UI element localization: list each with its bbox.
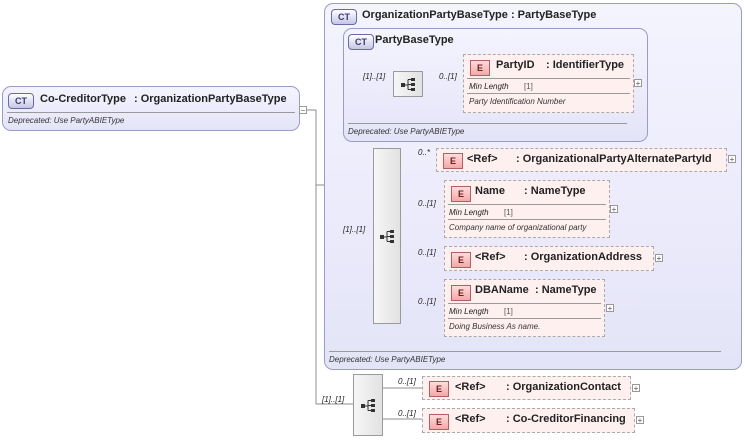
outer-type-title: OrganizationPartyBaseType : PartyBaseTyp…	[362, 9, 597, 21]
expand-icon[interactable]: +	[634, 79, 642, 88]
inner-deprecated-note: Deprecated: Use PartyABIEType	[348, 127, 465, 136]
element-documentation: Company name of organizational party	[449, 223, 587, 232]
element-type: : OrganizationContact	[506, 381, 621, 393]
complex-type-icon: CT	[331, 9, 357, 25]
element-name: <Ref>	[475, 251, 506, 263]
element-documentation: Party Identification Number	[469, 97, 566, 106]
dba-name-element[interactable]: E DBAName : NameType Min Length [1] Doin…	[444, 279, 605, 337]
element-name: <Ref>	[455, 381, 486, 393]
root-type-base: : OrganizationPartyBaseType	[134, 93, 287, 105]
expand-icon[interactable]: +	[610, 205, 618, 214]
element-icon: E	[429, 414, 449, 430]
element-cardinality: 0..*	[418, 148, 431, 157]
complex-type-icon: CT	[8, 93, 34, 109]
root-type-name: Co-CreditorType	[40, 93, 126, 105]
element-name: Name	[475, 185, 505, 197]
organization-contact-element[interactable]: E <Ref> : OrganizationContact	[422, 376, 631, 400]
expand-icon[interactable]: +	[632, 384, 640, 393]
element-cardinality: 0..[1]	[418, 199, 436, 208]
facet-value: [1]	[504, 307, 513, 316]
organizational-party-alternate-party-id-element[interactable]: E <Ref> : OrganizationalPartyAlternatePa…	[436, 148, 727, 172]
divider	[467, 93, 630, 94]
middle-sequence-compositor[interactable]	[373, 148, 401, 324]
organization-address-element[interactable]: E <Ref> : OrganizationAddress	[444, 246, 654, 271]
inner-sequence-compositor[interactable]	[393, 71, 423, 97]
root-sequence-compositor[interactable]	[353, 374, 383, 436]
sequence-icon	[401, 78, 415, 91]
collapse-icon[interactable]: −	[299, 106, 307, 115]
element-documentation: Doing Business As name.	[449, 322, 541, 331]
facet-label: Min Length	[449, 208, 489, 217]
element-type: : Co-CreditorFinancing	[506, 413, 626, 425]
element-icon: E	[451, 285, 471, 301]
element-cardinality: 0..[1]	[398, 377, 416, 386]
facet-value: [1]	[524, 82, 533, 91]
facet-label: Min Length	[469, 82, 509, 91]
divider	[448, 318, 601, 319]
element-type: : NameType	[535, 284, 597, 296]
element-type: : OrganizationalPartyAlternatePartyId	[516, 153, 712, 165]
sequence-cardinality: [1]..[1]	[363, 72, 386, 81]
sequence-icon	[380, 230, 394, 243]
element-name: <Ref>	[455, 413, 486, 425]
divider	[448, 303, 601, 304]
divider	[348, 123, 627, 124]
facet-value: [1]	[504, 208, 513, 217]
element-cardinality: 0..[1]	[398, 409, 416, 418]
divider	[448, 219, 606, 220]
sequence-cardinality: [1]..[1]	[343, 225, 366, 234]
element-type: : NameType	[524, 185, 586, 197]
element-icon: E	[451, 252, 471, 268]
element-type: : IdentifierType	[546, 59, 625, 71]
divider	[448, 204, 606, 205]
element-icon: E	[451, 186, 471, 202]
element-cardinality: 0..[1]	[418, 248, 436, 257]
divider	[7, 112, 295, 113]
element-icon: E	[443, 153, 463, 169]
element-name: DBAName	[475, 284, 529, 296]
inner-type-title: PartyBaseType	[375, 34, 454, 46]
expand-icon[interactable]: +	[728, 155, 736, 164]
expand-icon[interactable]: +	[655, 254, 663, 263]
expand-icon[interactable]: +	[636, 416, 644, 425]
expand-icon[interactable]: +	[606, 304, 614, 313]
sequence-icon	[361, 399, 375, 412]
divider	[467, 78, 630, 79]
outer-deprecated-note: Deprecated: Use PartyABIEType	[329, 355, 446, 364]
element-cardinality: 0..[1]	[418, 297, 436, 306]
divider	[329, 351, 721, 352]
sequence-cardinality: [1]..[1]	[322, 395, 345, 404]
complex-type-icon: CT	[348, 34, 374, 50]
element-name: PartyID	[496, 59, 535, 71]
name-element[interactable]: E Name : NameType Min Length [1] Company…	[444, 180, 610, 238]
co-creditor-financing-element[interactable]: E <Ref> : Co-CreditorFinancing	[422, 408, 635, 433]
root-deprecated-note: Deprecated: Use PartyABIEType	[8, 116, 125, 125]
facet-label: Min Length	[449, 307, 489, 316]
element-icon: E	[429, 381, 449, 397]
party-id-element[interactable]: E PartyID : IdentifierType Min Length [1…	[463, 54, 634, 113]
element-type: : OrganizationAddress	[524, 251, 642, 263]
element-icon: E	[470, 60, 490, 76]
root-complex-type[interactable]: CT Co-CreditorType : OrganizationPartyBa…	[2, 86, 300, 131]
element-cardinality: 0..[1]	[439, 72, 457, 81]
element-name: <Ref>	[467, 153, 498, 165]
